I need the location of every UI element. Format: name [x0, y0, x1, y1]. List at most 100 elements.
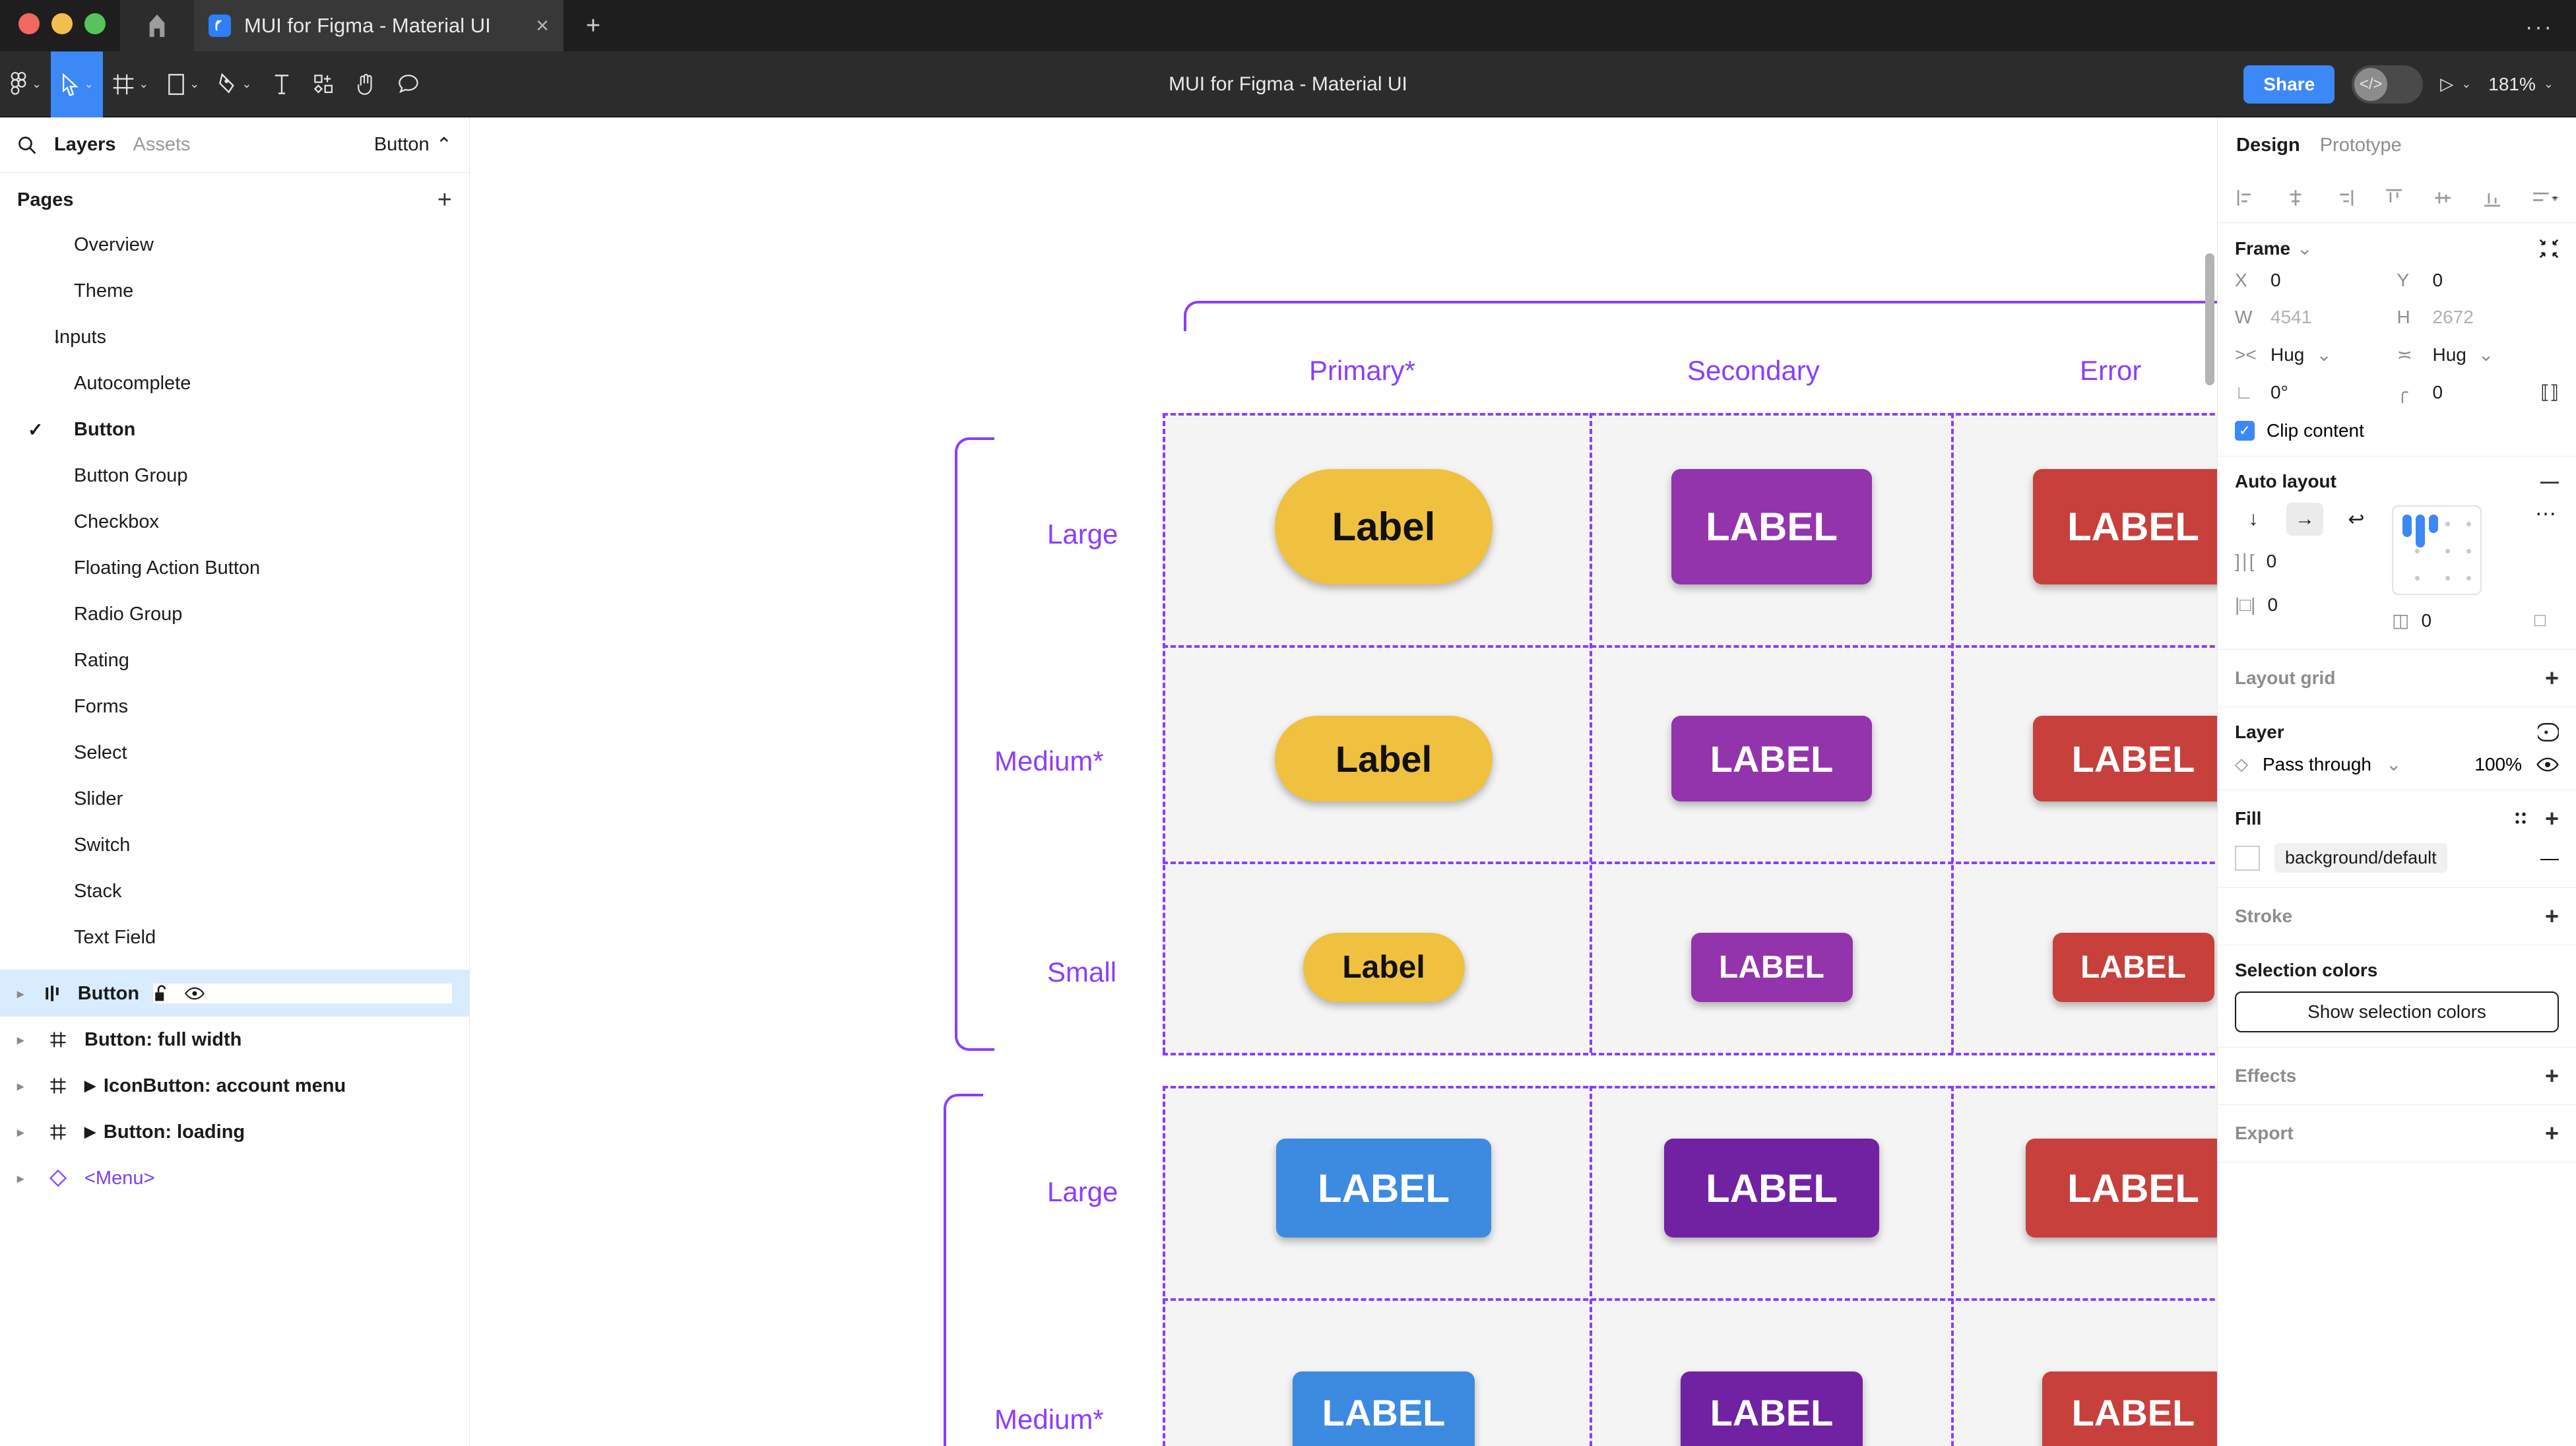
- align-left-icon[interactable]: [2235, 187, 2257, 209]
- blend-mode-row[interactable]: ◇ Pass through ⌄ 100%: [2235, 753, 2559, 775]
- canvas-button[interactable]: Label: [1275, 716, 1493, 802]
- design-canvas[interactable]: Contained Primary* Secondary Error Warni…: [470, 117, 2217, 1446]
- tab-layers[interactable]: Layers: [54, 134, 116, 155]
- canvas-button[interactable]: LABEL: [1663, 1139, 1880, 1238]
- window-menu-icon[interactable]: ···: [2525, 15, 2554, 40]
- pen-tool-button[interactable]: ⌄: [209, 51, 261, 117]
- chevron-down-icon[interactable]: ⌄: [2461, 77, 2472, 90]
- tab-close-icon[interactable]: ×: [536, 13, 549, 38]
- align-vertical-center-icon[interactable]: [2431, 187, 2454, 209]
- dev-mode-toggle[interactable]: </>: [2352, 65, 2424, 104]
- shape-tool-button[interactable]: ⌄: [158, 51, 209, 117]
- remove-auto-layout-button[interactable]: —: [2540, 471, 2559, 491]
- frame-hug-width[interactable]: >< Hug ⌄: [2235, 344, 2397, 365]
- auto-layout-more-button[interactable]: …: [2534, 495, 2559, 520]
- zoom-level[interactable]: 181%: [2488, 73, 2536, 94]
- expand-arrow-icon[interactable]: ▸: [17, 1032, 24, 1048]
- canvas-button[interactable]: Label: [1275, 468, 1493, 584]
- page-item-rating[interactable]: Rating: [0, 637, 469, 683]
- eye-icon[interactable]: [2536, 756, 2559, 773]
- expand-arrow-icon[interactable]: ▸: [17, 1125, 24, 1140]
- frame-corner-radius-field[interactable]: ╭ 0 ⟦⟧: [2397, 381, 2560, 403]
- expand-arrow-icon[interactable]: ▸: [17, 986, 24, 1001]
- style-picker-icon[interactable]: [2511, 809, 2530, 829]
- align-right-icon[interactable]: [2333, 187, 2356, 209]
- add-effect-button[interactable]: +: [2544, 1062, 2559, 1089]
- collapse-frame-icon[interactable]: [2539, 239, 2559, 259]
- direction-wrap-button[interactable]: ↩: [2348, 508, 2365, 530]
- browser-tab[interactable]: MUI for Figma - Material UI ×: [194, 0, 564, 51]
- fill-color-swatch[interactable]: [2235, 845, 2260, 871]
- add-stroke-button[interactable]: +: [2544, 902, 2559, 929]
- alignment-grid[interactable]: [2392, 505, 2482, 595]
- tab-prototype[interactable]: Prototype: [2319, 134, 2402, 156]
- page-item-stack[interactable]: Stack: [0, 868, 469, 914]
- layer-row[interactable]: ▸Button: full width: [0, 1017, 469, 1063]
- new-tab-button[interactable]: +: [585, 11, 601, 40]
- layer-row[interactable]: ▸▶Button: loading: [0, 1109, 469, 1155]
- frame-x-field[interactable]: X 0: [2235, 270, 2397, 291]
- canvas-button[interactable]: LABEL: [2025, 1139, 2217, 1238]
- page-item-radio-group[interactable]: Radio Group: [0, 591, 469, 637]
- layer-row[interactable]: ▸Button: [0, 970, 469, 1017]
- individual-padding-icon[interactable]: □: [2534, 610, 2546, 630]
- canvas-scrollbar[interactable]: [2205, 253, 2214, 385]
- canvas-button[interactable]: LABEL: [1681, 1371, 1863, 1446]
- share-button[interactable]: Share: [2243, 65, 2335, 104]
- page-item-inputs[interactable]: ↓Inputs: [0, 314, 469, 360]
- fill-style-name[interactable]: background/default: [2274, 843, 2447, 873]
- canvas-button[interactable]: LABEL: [2033, 468, 2217, 584]
- canvas-button[interactable]: LABEL: [1671, 716, 1872, 802]
- clip-content-checkbox[interactable]: ✓: [2235, 421, 2255, 441]
- close-window-button[interactable]: [18, 13, 40, 34]
- frame-width-field[interactable]: W 4541: [2235, 307, 2397, 328]
- page-item-theme[interactable]: Theme: [0, 268, 469, 314]
- page-item-button[interactable]: ✓Button: [0, 406, 469, 453]
- maximize-window-button[interactable]: [84, 13, 106, 34]
- layer-row[interactable]: ▸<Menu>: [0, 1155, 469, 1201]
- expand-triangle-icon[interactable]: ▶: [84, 1123, 96, 1140]
- canvas-button[interactable]: LABEL: [2033, 716, 2217, 802]
- chevron-down-icon[interactable]: ⌄: [2316, 344, 2332, 365]
- distribute-more-icon[interactable]: [2530, 187, 2559, 209]
- frame-hug-height[interactable]: ≍ Hug ⌄: [2397, 344, 2560, 365]
- text-tool-button[interactable]: [261, 51, 303, 117]
- unlock-icon[interactable]: [153, 984, 170, 1003]
- move-tool-button[interactable]: ⌄: [51, 51, 104, 117]
- page-item-forms[interactable]: Forms: [0, 683, 469, 730]
- add-page-button[interactable]: +: [437, 186, 452, 214]
- home-button[interactable]: [120, 0, 194, 51]
- align-bottom-icon[interactable]: [2481, 187, 2503, 209]
- vertical-padding-field[interactable]: ◫ 0: [2392, 610, 2482, 631]
- add-layout-grid-button[interactable]: +: [2544, 664, 2559, 691]
- chevron-down-icon[interactable]: ⌄: [2478, 344, 2494, 365]
- align-top-icon[interactable]: [2383, 187, 2405, 209]
- chevron-down-icon[interactable]: ⌄: [2543, 77, 2554, 90]
- canvas-button[interactable]: LABEL: [1293, 1371, 1475, 1446]
- canvas-button[interactable]: LABEL: [1671, 468, 1872, 584]
- horizontal-padding-field[interactable]: |□| 0: [2235, 594, 2375, 615]
- comment-tool-button[interactable]: [387, 51, 430, 117]
- remove-fill-button[interactable]: —: [2540, 847, 2559, 868]
- independent-corners-icon[interactable]: ⟦⟧: [2540, 382, 2559, 402]
- hand-tool-button[interactable]: [345, 51, 387, 117]
- canvas-button[interactable]: LABEL: [1690, 932, 1853, 1002]
- expand-triangle-icon[interactable]: ▶: [84, 1077, 96, 1094]
- show-selection-colors-button[interactable]: Show selection colors: [2235, 991, 2559, 1032]
- add-export-button[interactable]: +: [2544, 1119, 2559, 1147]
- frame-y-field[interactable]: Y 0: [2397, 270, 2560, 291]
- layer-opacity-value[interactable]: 100%: [2474, 753, 2522, 774]
- tab-design[interactable]: Design: [2236, 134, 2300, 156]
- eye-icon[interactable]: [185, 986, 205, 1001]
- page-picker[interactable]: Button ⌃: [374, 133, 452, 156]
- minimize-window-button[interactable]: [51, 13, 73, 34]
- chevron-down-icon[interactable]: ⌄: [2297, 238, 2313, 259]
- page-item-switch[interactable]: Switch: [0, 822, 469, 868]
- page-item-slider[interactable]: Slider: [0, 776, 469, 822]
- align-horizontal-center-icon[interactable]: [2284, 187, 2307, 209]
- canvas-button[interactable]: LABEL: [1275, 1139, 1492, 1238]
- tab-assets[interactable]: Assets: [133, 134, 191, 155]
- expand-arrow-icon[interactable]: ▸: [17, 1079, 24, 1094]
- clip-content-row[interactable]: ✓ Clip content: [2235, 420, 2559, 441]
- add-fill-button[interactable]: +: [2544, 805, 2559, 832]
